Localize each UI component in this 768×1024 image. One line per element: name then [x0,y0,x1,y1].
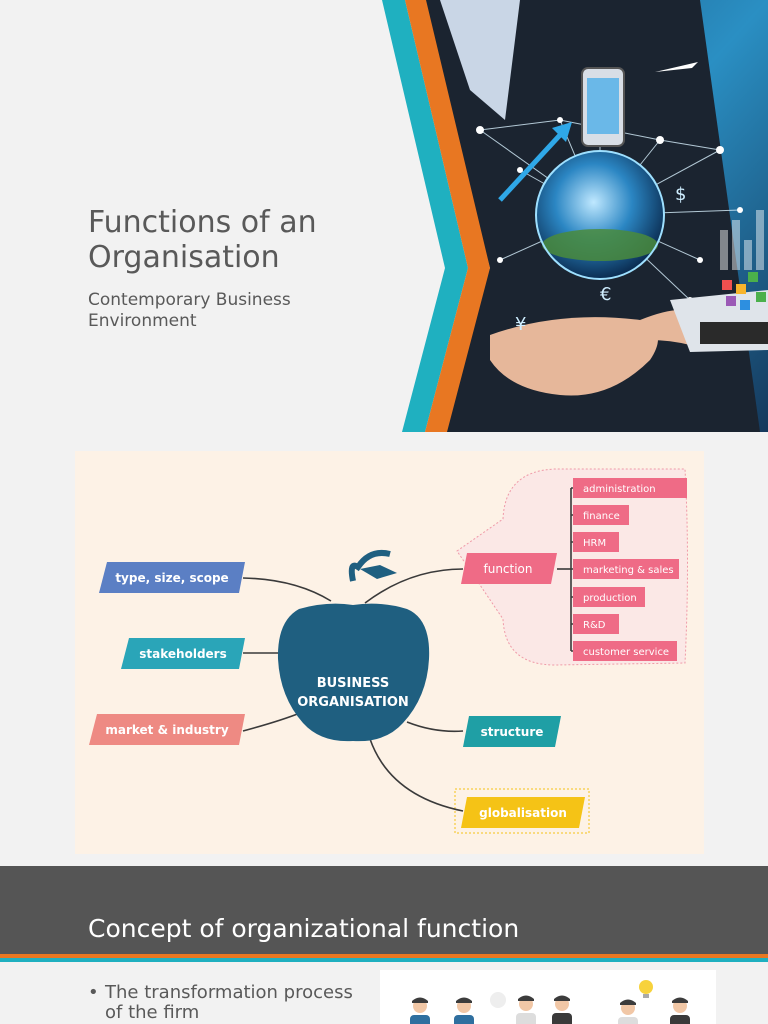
slide-header-bar [0,866,768,954]
business-people-icon [380,970,716,1024]
svg-text:$: $ [675,184,686,205]
svg-text:globalisation: globalisation [479,806,567,820]
center-label-line2: ORGANISATION [297,695,409,710]
center-label-line1: BUSINESS [317,676,390,691]
svg-text:production: production [583,593,637,604]
svg-text:finance: finance [583,511,620,522]
svg-text:marketing & sales: marketing & sales [583,565,674,576]
apple-icon [277,549,430,742]
svg-text:structure: structure [481,725,544,739]
slide-1[interactable]: ¥ € $ Functions of an Organisation Conte… [0,0,768,432]
function-item-customer-service[interactable]: customer service [573,641,677,661]
teal-stripe [0,958,768,962]
slide-subtitle: Contemporary Business Environment [88,290,291,331]
function-item-marketing-sales[interactable]: marketing & sales [573,559,679,579]
svg-text:customer service: customer service [583,647,669,658]
node-stakeholders[interactable]: stakeholders [121,638,245,669]
function-group-area [456,468,688,666]
function-item-administration[interactable]: administration [573,478,687,498]
svg-text:administration: administration [583,484,656,495]
function-item-hrm[interactable]: HRM [573,532,619,552]
node-structure[interactable]: structure [463,716,561,747]
bullet-list: The transformation process of the firm [88,983,358,1023]
svg-text:stakeholders: stakeholders [139,647,226,661]
node-type-size-scope[interactable]: type, size, scope [99,562,245,593]
bullet-item: The transformation process of the firm [88,983,358,1023]
node-function[interactable]: function [461,553,557,584]
svg-text:¥: ¥ [515,314,526,335]
node-globalisation[interactable]: globalisation [461,797,585,828]
slide-2[interactable]: BUSINESS ORGANISATION type, size, scope … [0,432,768,866]
function-item-finance[interactable]: finance [573,505,629,525]
function-item-rnd[interactable]: R&D [573,614,619,634]
svg-text:market & industry: market & industry [105,723,228,737]
slide-title: Functions of an Organisation [88,205,317,275]
svg-text:type, size, scope: type, size, scope [115,571,228,585]
business-organisation-mindmap: BUSINESS ORGANISATION type, size, scope … [75,451,704,854]
orange-stripe [0,954,768,958]
technology-hand-globe-photo: ¥ € $ [382,0,768,432]
svg-text:HRM: HRM [583,538,606,549]
svg-text:€: € [600,284,611,305]
slide-heading: Concept of organizational function [88,914,520,943]
function-item-production[interactable]: production [573,587,645,607]
node-market-industry[interactable]: market & industry [89,714,245,745]
svg-text:R&D: R&D [583,620,606,631]
svg-text:function: function [483,562,532,576]
slide-3[interactable]: Concept of organizational function The t… [0,866,768,1024]
